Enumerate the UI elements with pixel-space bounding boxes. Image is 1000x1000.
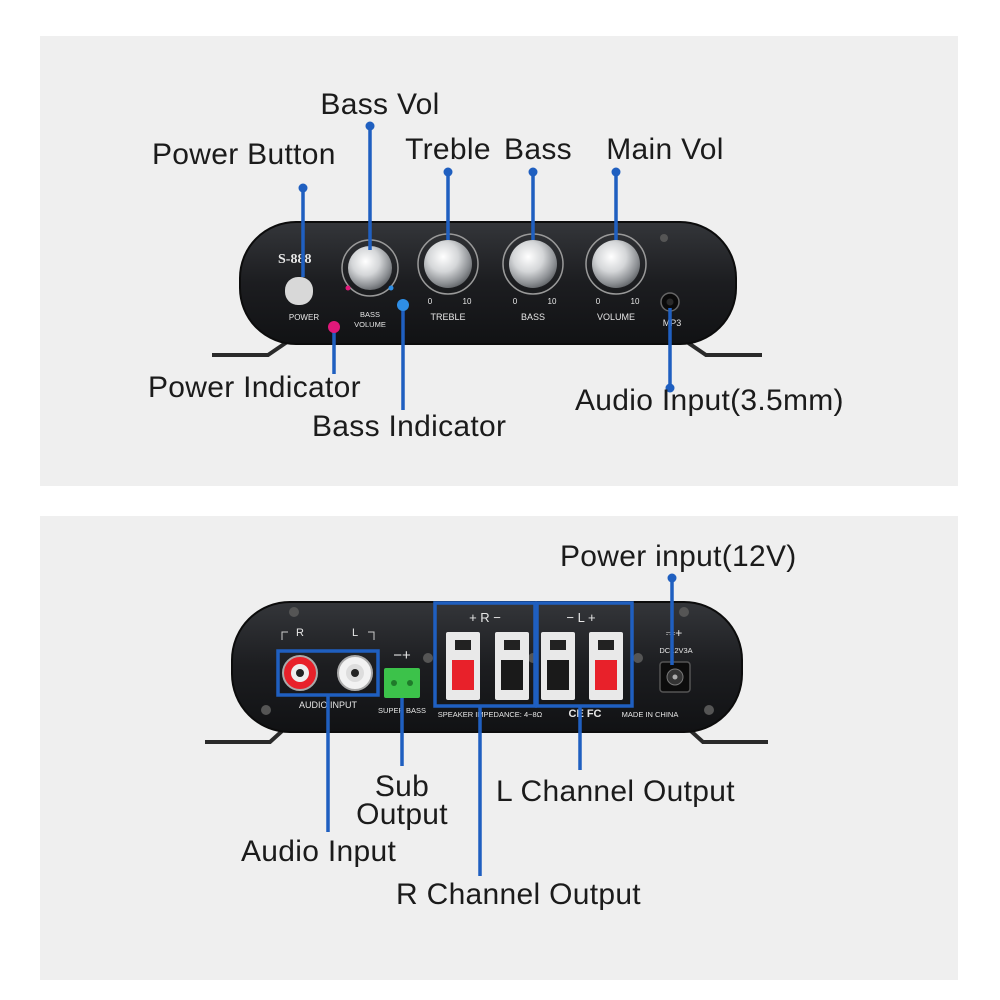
callout-l-channel: L Channel Output bbox=[496, 775, 735, 808]
power-indicator-led bbox=[328, 321, 340, 333]
made-in-label: MADE IN CHINA bbox=[622, 710, 679, 719]
callout-bass-vol: Bass Vol bbox=[320, 88, 440, 121]
callout-bass-indicator: Bass Indicator bbox=[312, 410, 507, 443]
volume-scale-min: 0 bbox=[596, 297, 601, 306]
front-callout-lines bbox=[301, 126, 672, 410]
dc-label: DC12V3A bbox=[659, 646, 692, 655]
callout-sub-output-1: Sub bbox=[374, 770, 430, 803]
callout-power-indicator: Power Indicator bbox=[148, 371, 361, 404]
bass-volume-knob[interactable] bbox=[348, 246, 392, 290]
back-device: R L AUDIO INPUT −+ SUPER BASS + R − − L … bbox=[205, 601, 768, 744]
bass-scale-min: 0 bbox=[513, 297, 518, 306]
bass-label: BASS bbox=[521, 312, 545, 322]
treble-scale-min: 0 bbox=[428, 297, 433, 306]
volume-label: VOLUME bbox=[597, 312, 635, 322]
callout-main-vol: Main Vol bbox=[606, 133, 724, 166]
back-panel-section bbox=[40, 516, 958, 980]
treble-label: TREBLE bbox=[430, 312, 465, 322]
bass-led-mark bbox=[388, 285, 394, 291]
rca-l-label: L bbox=[352, 627, 358, 639]
sub-output-terminal[interactable] bbox=[384, 668, 420, 698]
callout-sub-output-2: Output bbox=[356, 798, 448, 831]
rca-r-label: R bbox=[296, 627, 304, 639]
speaker-r-header: + R − bbox=[469, 610, 501, 625]
speaker-r-terminals[interactable] bbox=[446, 632, 529, 700]
r-channel-highlight bbox=[433, 601, 537, 708]
callout-audio-input: Audio Input bbox=[241, 835, 397, 868]
impedance-label: SPEAKER IMPEDANCE: 4~8Ω bbox=[438, 710, 543, 719]
sub-polarity-label: −+ bbox=[393, 647, 411, 664]
l-channel-highlight bbox=[535, 601, 634, 708]
back-callout-lines bbox=[276, 578, 674, 876]
treble-scale-max: 10 bbox=[463, 297, 472, 306]
callout-power-button: Power Button bbox=[152, 138, 336, 171]
bass-volume-label-2: VOLUME bbox=[354, 320, 386, 329]
bass-scale-max: 10 bbox=[548, 297, 557, 306]
callout-power-input: Power input(12V) bbox=[560, 540, 797, 573]
ce-fc-label: CE FC bbox=[569, 708, 602, 720]
model-label: S-888 bbox=[278, 252, 311, 267]
main-volume-knob[interactable] bbox=[592, 240, 640, 288]
power-label: POWER bbox=[289, 313, 319, 322]
dc-symbol: ⎓+ bbox=[666, 626, 683, 640]
volume-scale-max: 10 bbox=[631, 297, 640, 306]
bass-indicator-led bbox=[397, 299, 409, 311]
mp3-label: MP3 bbox=[663, 318, 682, 328]
speaker-l-header: − L + bbox=[566, 610, 595, 625]
bass-knob[interactable] bbox=[509, 240, 557, 288]
speaker-l-terminals[interactable] bbox=[541, 632, 623, 700]
power-button[interactable] bbox=[285, 277, 313, 305]
callout-treble: Treble bbox=[405, 133, 491, 166]
callout-r-channel: R Channel Output bbox=[396, 878, 641, 911]
treble-knob[interactable] bbox=[424, 240, 472, 288]
callout-audio-input-35: Audio Input(3.5mm) bbox=[575, 384, 844, 417]
callout-bass: Bass bbox=[504, 133, 572, 166]
bass-volume-label-1: BASS bbox=[360, 310, 380, 319]
front-device: S-888 POWER BASS VOLUME 0 10 TREBLE 0 10… bbox=[212, 221, 762, 357]
power-led-mark bbox=[345, 285, 351, 291]
